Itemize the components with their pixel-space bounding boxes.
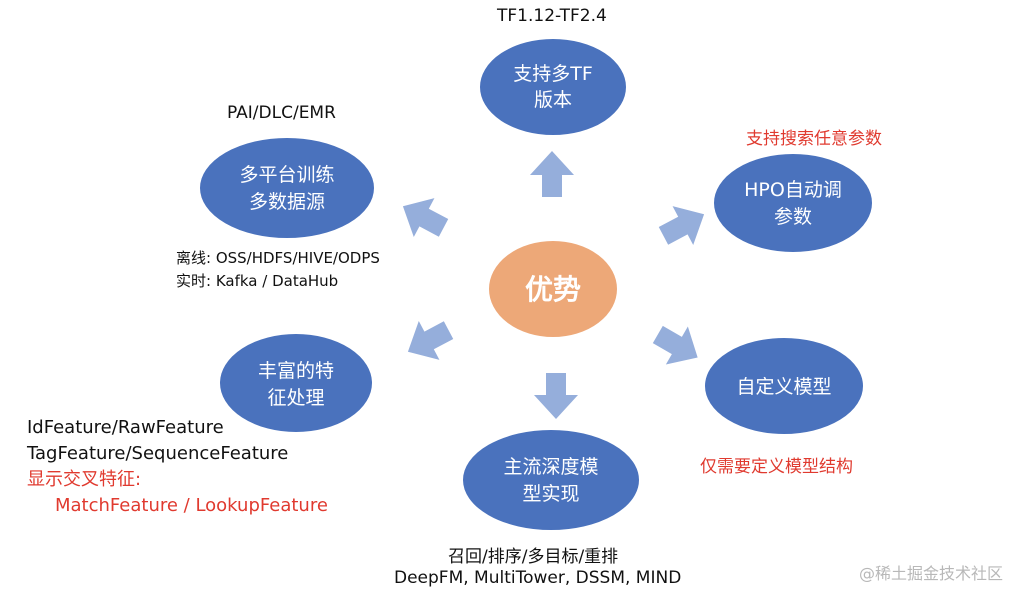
arrow-to-deep — [534, 373, 578, 419]
node-feature: 丰富的特 征处理 — [218, 332, 374, 434]
caption-model-note: 仅需要定义模型结构 — [700, 457, 853, 477]
caption-features-2: TagFeature/SequenceFeature — [27, 443, 289, 464]
arrow-to-hpo — [653, 194, 715, 256]
caption-cross-items: MatchFeature / LookupFeature — [55, 495, 328, 516]
node-custom-model-line-1: 自定义模型 — [736, 376, 831, 398]
watermark: @稀土掘金技术社区 — [858, 564, 1003, 583]
node-feature-line-2: 征处理 — [267, 387, 324, 409]
caption-tf-versions: TF1.12-TF2.4 — [497, 6, 607, 26]
arrow-to-feature — [397, 310, 459, 372]
arrow-to-platform — [392, 186, 454, 248]
caption-models: DeepFM, MultiTower, DSSM, MIND — [394, 568, 682, 588]
node-deep-model-line-1: 主流深度模 — [503, 456, 598, 478]
node-multi-platform: 多平台训练 多数据源 — [198, 136, 376, 240]
node-deep-model-line-2: 型实现 — [522, 483, 579, 505]
caption-platforms: PAI/DLC/EMR — [227, 103, 336, 123]
node-multi-tf-line-1: 支持多TF — [513, 63, 593, 85]
node-hpo-line-2: 参数 — [774, 206, 812, 228]
center-label: 优势 — [525, 273, 581, 306]
node-hpo: HPO自动调 参数 — [712, 152, 874, 254]
node-custom-model: 自定义模型 — [703, 336, 865, 436]
node-multi-platform-line-2: 多数据源 — [249, 191, 325, 213]
caption-cross-title: 显示交叉特征: — [27, 469, 142, 490]
caption-features-1: IdFeature/RawFeature — [27, 417, 224, 438]
caption-hpo-note: 支持搜索任意参数 — [746, 129, 882, 149]
caption-offline-sources: 离线: OSS/HDFS/HIVE/ODPS — [176, 249, 380, 267]
node-deep-model: 主流深度模 型实现 — [461, 428, 641, 532]
caption-tasks: 召回/排序/多目标/重排 — [448, 547, 619, 567]
node-multi-platform-line-1: 多平台训练 — [239, 164, 334, 186]
node-multi-tf-line-2: 版本 — [534, 89, 572, 111]
node-multi-tf: 支持多TF 版本 — [478, 37, 628, 137]
caption-realtime-sources: 实时: Kafka / DataHub — [176, 272, 339, 290]
arrow-to-tf — [530, 151, 574, 197]
node-feature-line-1: 丰富的特 — [258, 360, 334, 382]
center-node: 优势 — [487, 239, 619, 339]
node-hpo-line-1: HPO自动调 — [744, 179, 842, 201]
arrow-to-model — [646, 315, 709, 377]
